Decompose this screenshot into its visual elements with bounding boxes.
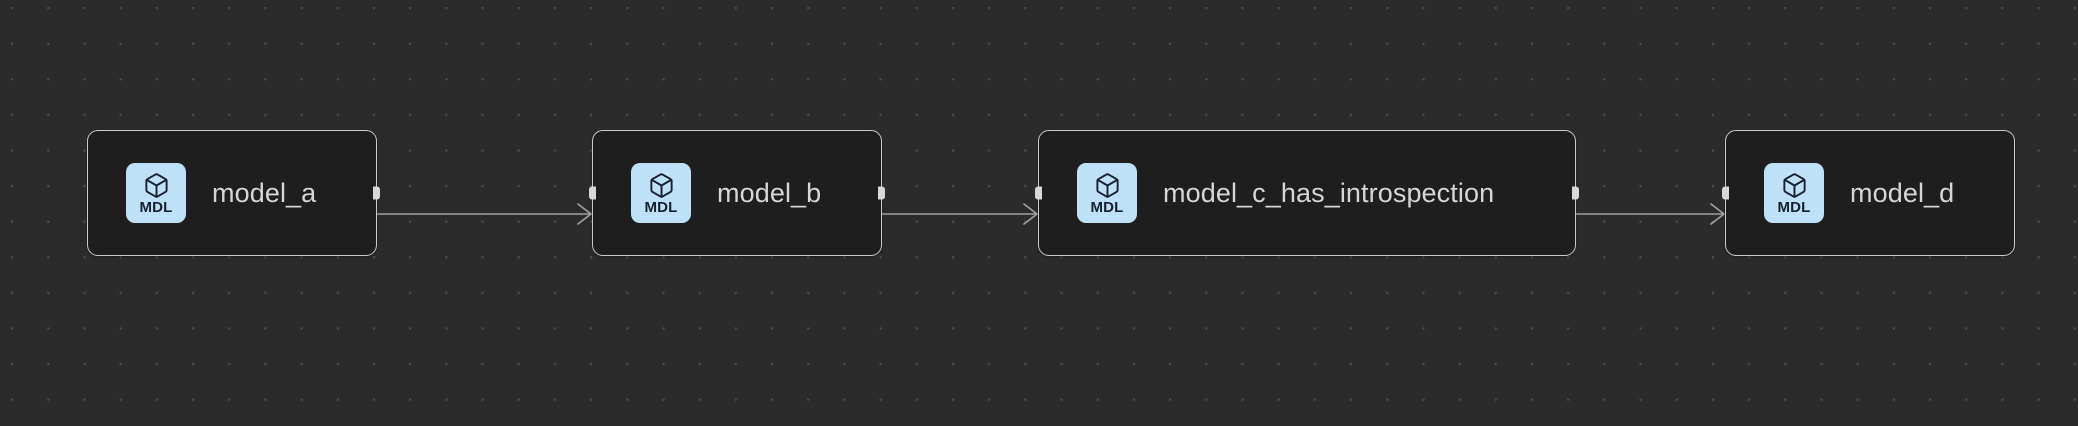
edge-arrowhead-icon <box>1023 203 1038 225</box>
node-handle-target[interactable] <box>589 186 596 200</box>
node-label: model_c_has_introspection <box>1163 177 1495 208</box>
node-handle-target[interactable] <box>1035 186 1042 200</box>
node-label: model_a <box>212 177 317 208</box>
edge-model_b-to-model_c_has_introspection[interactable] <box>882 203 1038 225</box>
cube-icon <box>1781 172 1808 199</box>
cube-icon <box>143 172 170 199</box>
node-model_c_has_introspection[interactable]: MDL model_c_has_introspection <box>1035 130 1579 256</box>
edge-model_a-to-model_b[interactable] <box>377 203 592 225</box>
edge-arrowhead-icon <box>1710 203 1725 225</box>
node-label: model_b <box>717 177 822 208</box>
node-handle-source[interactable] <box>878 186 885 200</box>
node-label: model_d <box>1850 177 1955 208</box>
node-model_b[interactable]: MDL model_b <box>589 130 885 256</box>
node-model_d[interactable]: MDL model_d <box>1722 130 2015 256</box>
badge-label: MDL <box>644 198 678 216</box>
edge-model_c_has_introspection-to-model_d[interactable] <box>1576 203 1725 225</box>
badge-label: MDL <box>1090 198 1124 216</box>
model-type-badge: MDL <box>631 163 691 223</box>
model-type-badge: MDL <box>1077 163 1137 223</box>
cube-icon <box>648 172 675 199</box>
badge-label: MDL <box>1777 198 1811 216</box>
model-type-badge: MDL <box>126 163 186 223</box>
node-handle-target[interactable] <box>1722 186 1729 200</box>
node-handle-source[interactable] <box>1572 186 1579 200</box>
node-model_a[interactable]: MDL model_a <box>87 130 380 256</box>
badge-label: MDL <box>139 198 173 216</box>
model-type-badge: MDL <box>1764 163 1824 223</box>
cube-icon <box>1094 172 1121 199</box>
edge-arrowhead-icon <box>577 203 592 225</box>
node-handle-source[interactable] <box>373 186 380 200</box>
